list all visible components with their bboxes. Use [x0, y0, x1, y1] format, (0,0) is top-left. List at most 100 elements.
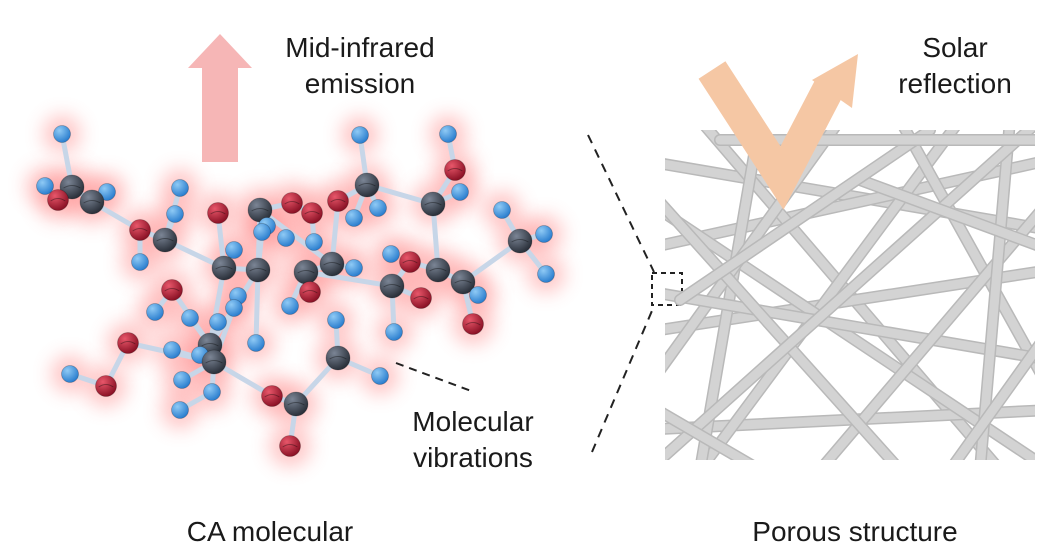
oxygen-atom [444, 159, 466, 181]
hydrogen-atom [385, 323, 403, 341]
atom-shading [429, 268, 447, 272]
carbon-atom [420, 191, 446, 217]
atom-shading [264, 394, 280, 398]
hydrogen-atom [203, 383, 221, 401]
emission-up-arrow-icon [188, 34, 252, 162]
hydrogen-atom [535, 225, 553, 243]
hydrogen-atom [131, 253, 149, 271]
carbon-atom [283, 391, 309, 417]
oxygen-atom [95, 375, 117, 397]
oxygen-atom [117, 332, 139, 354]
atom-shading [83, 200, 101, 204]
fiber [665, 409, 752, 460]
oxygen-atom [261, 385, 283, 407]
atom-shading [413, 296, 429, 300]
atom-shading [210, 211, 226, 215]
carbon-atom [201, 349, 227, 375]
hydrogen-atom [451, 183, 469, 201]
carbon-atom [319, 251, 345, 277]
hydrogen-atom [327, 311, 345, 329]
carbon-atom [450, 269, 476, 295]
atom-shading [215, 266, 233, 270]
atom-shading [287, 402, 305, 406]
vibrations-label: Molecular vibrations [398, 404, 548, 476]
fiber [900, 130, 1035, 373]
reflection-label-line1: Solar [922, 32, 988, 63]
hydrogen-atom [53, 125, 71, 143]
atom-shading [329, 356, 347, 360]
atom-shading [284, 201, 300, 205]
oxygen-atom [129, 219, 151, 241]
oxygen-atom [279, 435, 301, 457]
oxygen-atom [47, 189, 69, 211]
atom-shading [63, 185, 81, 189]
oxygen-atom [462, 313, 484, 335]
atom-shading [98, 384, 114, 388]
atom-shading [249, 268, 267, 272]
zoom-indicator [587, 134, 683, 453]
atom-shading [511, 239, 529, 243]
bond [257, 207, 335, 267]
hydrogen-atom [439, 125, 457, 143]
hydrogen-atom [493, 201, 511, 219]
atom-shading [164, 288, 180, 292]
hydrogen-atom [345, 209, 363, 227]
hydrogen-atom [166, 205, 184, 223]
fiber [665, 130, 839, 371]
hydrogen-atom [209, 313, 227, 331]
carbon-atom [507, 228, 533, 254]
carbon-atom [79, 189, 105, 215]
atom-shading [358, 183, 376, 187]
hydrogen-atom [225, 241, 243, 259]
fiber [675, 130, 935, 305]
fiber [951, 343, 1035, 460]
left-caption: CA molecular [186, 516, 354, 547]
atom-shading [156, 238, 174, 242]
carbon-atom [211, 255, 237, 281]
right-caption: Porous structure [752, 516, 958, 547]
atom-shading [402, 260, 418, 264]
oxygen-atom [327, 190, 349, 212]
atom-shading [205, 360, 223, 364]
hydrogen-atom [369, 199, 387, 217]
porous-fiber-network [665, 130, 1035, 460]
hydrogen-atom [253, 223, 271, 241]
fiber [665, 130, 1035, 460]
hydrogen-atom [277, 229, 295, 247]
reflection-label-line2: reflection [898, 68, 1012, 99]
hydrogen-atom [146, 303, 164, 321]
atom-shading [424, 202, 442, 206]
oxygen-atom [207, 202, 229, 224]
atom-shading [323, 262, 341, 266]
carbon-atom [59, 174, 85, 200]
carbon-atom [293, 259, 319, 285]
hydrogen-atom [163, 341, 181, 359]
bond [303, 269, 395, 289]
hydrogen-atom [382, 245, 400, 263]
carbon-atom [354, 172, 380, 198]
oxygen-atom [281, 192, 303, 214]
oxygen-atom [410, 287, 432, 309]
carbon-atom [152, 227, 178, 253]
vibrations-pointer-line [395, 362, 475, 393]
carbon-atom [325, 345, 351, 371]
atom-shading [465, 322, 481, 326]
bond [253, 267, 261, 346]
oxygen-atom [161, 279, 183, 301]
hydrogen-atom [371, 367, 389, 385]
hydrogen-atom [36, 177, 54, 195]
emission-label-line2: emission [304, 68, 416, 99]
atom-shading [383, 284, 401, 288]
hydrogen-atom [345, 259, 363, 277]
atom-shading [297, 270, 315, 274]
fiber [701, 130, 959, 460]
atom-shading [447, 168, 463, 172]
solar-reflection-v-reflection-arrow-icon [698, 54, 858, 210]
hydrogen-atom [247, 334, 265, 352]
fiber [665, 289, 1035, 363]
hydrogen-atom [281, 297, 299, 315]
reflection-label: Solar reflection [880, 30, 1030, 102]
hydrogen-atom [171, 401, 189, 419]
hydrogen-atom [537, 265, 555, 283]
